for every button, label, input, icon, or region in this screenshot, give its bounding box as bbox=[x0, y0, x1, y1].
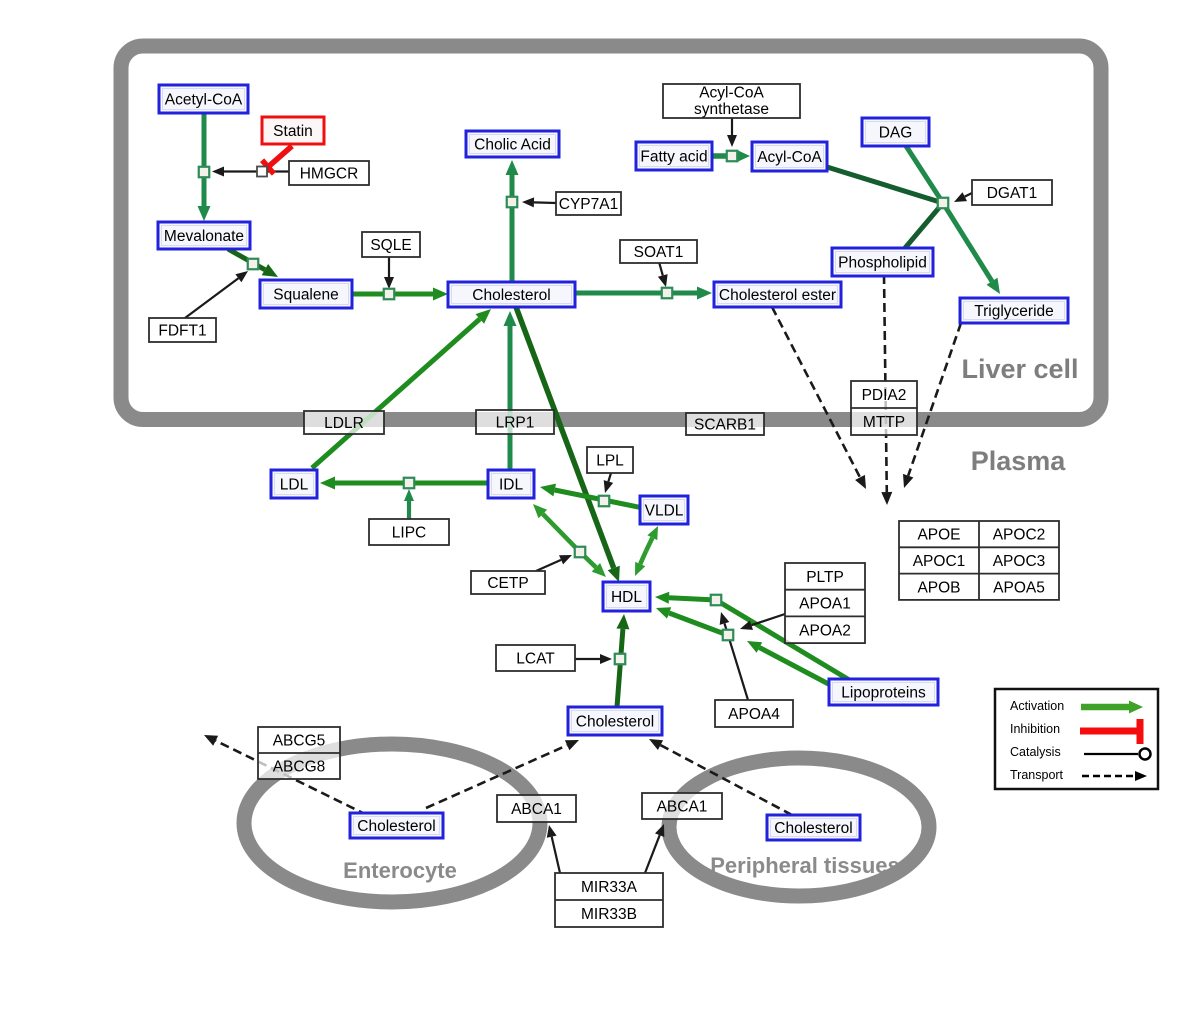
svg-text:Acyl-CoA: Acyl-CoA bbox=[757, 149, 822, 166]
svg-text:Cholic Acid: Cholic Acid bbox=[474, 137, 551, 154]
svg-text:ABCA1: ABCA1 bbox=[657, 799, 708, 816]
svg-text:IDL: IDL bbox=[499, 477, 524, 494]
svg-text:PDIA2: PDIA2 bbox=[862, 387, 907, 404]
svg-text:SQLE: SQLE bbox=[370, 237, 411, 254]
svg-text:Cholesterol: Cholesterol bbox=[774, 820, 852, 837]
svg-text:DGAT1: DGAT1 bbox=[987, 185, 1038, 202]
svg-text:APOA2: APOA2 bbox=[799, 622, 851, 639]
svg-text:HDL: HDL bbox=[611, 589, 642, 606]
svg-text:CYP7A1: CYP7A1 bbox=[559, 196, 618, 213]
svg-text:APOA1: APOA1 bbox=[799, 596, 851, 613]
svg-text:LPL: LPL bbox=[596, 453, 624, 470]
svg-text:Cholesterol: Cholesterol bbox=[472, 287, 550, 304]
svg-text:CETP: CETP bbox=[487, 575, 528, 592]
svg-text:MTTP: MTTP bbox=[863, 414, 905, 431]
svg-text:Lipoproteins: Lipoproteins bbox=[841, 685, 926, 702]
svg-text:LDLR: LDLR bbox=[324, 415, 364, 432]
svg-text:Liver cell: Liver cell bbox=[961, 354, 1078, 384]
svg-text:SOAT1: SOAT1 bbox=[634, 244, 684, 261]
svg-text:APOE: APOE bbox=[917, 527, 960, 544]
svg-text:DAG: DAG bbox=[879, 125, 913, 142]
svg-text:Statin: Statin bbox=[273, 123, 313, 140]
svg-text:LRP1: LRP1 bbox=[496, 415, 535, 432]
svg-text:Squalene: Squalene bbox=[273, 287, 339, 304]
svg-text:ABCG5: ABCG5 bbox=[273, 733, 326, 750]
svg-text:synthetase: synthetase bbox=[694, 101, 769, 118]
svg-text:Cholesterol: Cholesterol bbox=[576, 714, 654, 731]
svg-text:FDFT1: FDFT1 bbox=[158, 323, 206, 340]
svg-text:Transport: Transport bbox=[1010, 768, 1064, 782]
svg-text:LDL: LDL bbox=[280, 477, 309, 494]
svg-text:Cholesterol ester: Cholesterol ester bbox=[719, 287, 836, 304]
svg-text:HMGCR: HMGCR bbox=[300, 166, 359, 183]
svg-text:VLDL: VLDL bbox=[645, 503, 684, 520]
svg-text:MIR33A: MIR33A bbox=[581, 879, 638, 896]
svg-text:APOB: APOB bbox=[917, 579, 960, 596]
svg-text:ABCA1: ABCA1 bbox=[511, 801, 562, 818]
svg-text:APOC3: APOC3 bbox=[993, 553, 1046, 570]
svg-text:APOA5: APOA5 bbox=[993, 579, 1045, 596]
svg-text:Triglyceride: Triglyceride bbox=[974, 303, 1054, 320]
svg-text:APOA4: APOA4 bbox=[728, 706, 780, 723]
svg-text:Cholesterol: Cholesterol bbox=[357, 818, 435, 835]
svg-text:Catalysis: Catalysis bbox=[1010, 745, 1061, 759]
svg-text:LIPC: LIPC bbox=[392, 525, 426, 542]
svg-text:APOC1: APOC1 bbox=[913, 553, 966, 570]
svg-text:Acyl-CoA: Acyl-CoA bbox=[699, 84, 764, 101]
svg-text:Activation: Activation bbox=[1010, 699, 1064, 713]
svg-text:Plasma: Plasma bbox=[971, 446, 1067, 476]
svg-text:Peripheral tissues: Peripheral tissues bbox=[710, 853, 900, 878]
svg-text:Fatty acid: Fatty acid bbox=[640, 149, 707, 166]
svg-text:PLTP: PLTP bbox=[806, 569, 844, 586]
svg-text:MIR33B: MIR33B bbox=[581, 906, 637, 923]
svg-text:LCAT: LCAT bbox=[516, 651, 555, 668]
svg-text:Mevalonate: Mevalonate bbox=[164, 228, 244, 245]
svg-text:Enterocyte: Enterocyte bbox=[343, 858, 457, 883]
svg-text:ABCG8: ABCG8 bbox=[273, 759, 326, 776]
svg-text:Acetyl-CoA: Acetyl-CoA bbox=[165, 92, 243, 109]
svg-text:APOC2: APOC2 bbox=[993, 527, 1046, 544]
svg-text:Inhibition: Inhibition bbox=[1010, 722, 1060, 736]
svg-text:Phospholipid: Phospholipid bbox=[838, 255, 927, 272]
svg-text:SCARB1: SCARB1 bbox=[694, 417, 756, 434]
